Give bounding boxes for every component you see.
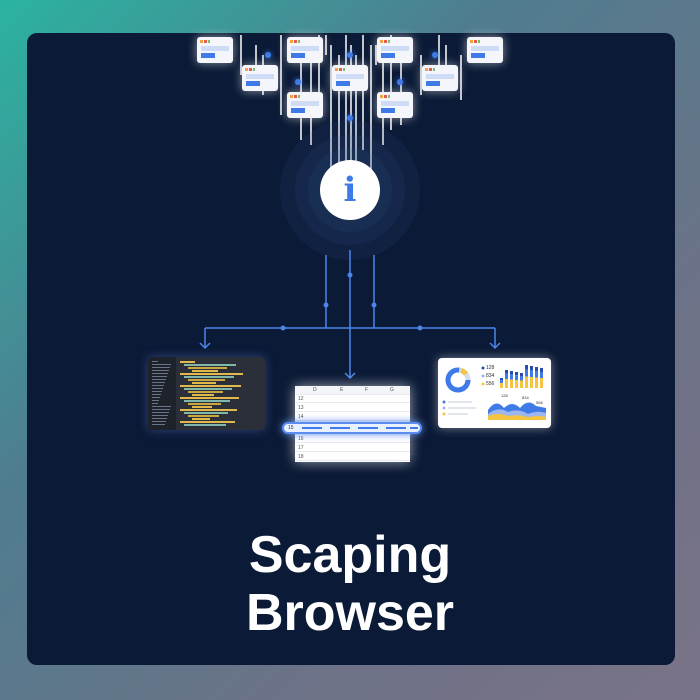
bar-segment <box>540 368 543 372</box>
bar-segment <box>540 372 543 378</box>
bar-segment <box>510 374 513 380</box>
stat-value: 556 <box>486 381 495 387</box>
row-number: 17 <box>298 445 304 451</box>
col-header: F <box>365 387 369 393</box>
peak-label: 556 <box>536 400 543 405</box>
bar-segment <box>510 371 513 375</box>
bar-segment <box>515 380 518 388</box>
data-stream-line <box>338 55 340 170</box>
data-stream-line <box>350 45 352 175</box>
data-stream-line <box>240 35 242 75</box>
bar-segment <box>540 378 543 388</box>
bar-segment <box>530 377 533 388</box>
info-icon: i <box>320 160 380 220</box>
bar-segment <box>505 379 508 388</box>
bar-segment <box>535 367 538 372</box>
row-number: 13 <box>298 405 304 411</box>
bar-segment <box>510 379 513 388</box>
bar-segment <box>520 373 523 376</box>
data-stream-line <box>280 35 282 115</box>
bar-segment <box>530 366 533 371</box>
data-node-dot <box>347 52 353 58</box>
title-line-1: Scaping <box>248 526 452 584</box>
peak-label: 128 <box>501 393 508 398</box>
row-number: 18 <box>298 454 304 460</box>
data-stream-line <box>355 55 357 195</box>
bar-segment <box>530 370 533 377</box>
bar-segment <box>500 378 503 380</box>
data-stream-line <box>375 45 377 65</box>
bar-segment <box>500 383 503 388</box>
col-header: E <box>340 387 344 393</box>
browser-window-icon <box>332 65 368 91</box>
browser-window-icon <box>377 37 413 63</box>
arrow-to-dashboard <box>489 328 501 350</box>
browser-window-icon <box>467 37 503 63</box>
data-node-dot <box>347 115 353 121</box>
data-stream-line <box>420 55 422 95</box>
data-node-dot <box>432 52 438 58</box>
data-stream-line <box>400 45 402 125</box>
title-line-2: Browser <box>245 584 455 642</box>
data-node-dot <box>295 79 301 85</box>
bar-segment <box>520 376 523 381</box>
data-stream-line <box>318 35 320 115</box>
browser-window-icon <box>287 92 323 118</box>
bar-segment <box>525 369 528 377</box>
bar-segment <box>500 380 503 383</box>
stat-value: 834 <box>486 373 495 379</box>
browser-window-icon <box>197 37 233 63</box>
data-stream-line <box>345 35 347 175</box>
peak-label: 834 <box>522 395 529 400</box>
data-stream-line <box>370 45 372 175</box>
browser-window-icon <box>287 37 323 63</box>
bar-segment <box>505 373 508 379</box>
data-stream-line <box>330 45 332 175</box>
data-node-dot <box>265 52 271 58</box>
stat-value: 128 <box>486 365 495 371</box>
dashboard-output: 128 834 556 128 834 556 <box>438 358 551 428</box>
bar-segment <box>525 365 528 370</box>
bar-segment <box>505 370 508 374</box>
browser-window-icon <box>422 65 458 91</box>
row-number: 16 <box>298 436 304 442</box>
bar-segment <box>515 372 518 376</box>
code-output-panel <box>148 357 265 430</box>
bar-segment <box>535 371 538 378</box>
browser-window-icon <box>377 92 413 118</box>
data-stream-line <box>390 35 392 130</box>
col-header: D <box>313 387 317 393</box>
row-number: 12 <box>298 396 304 402</box>
bar-segment <box>520 380 523 388</box>
data-node-dot <box>397 79 403 85</box>
data-stream-line <box>438 35 440 80</box>
bar-segment <box>525 376 528 388</box>
row-number: 14 <box>298 414 304 420</box>
bar-segment <box>515 375 518 380</box>
arrow-to-code <box>199 328 211 350</box>
col-header: G <box>390 387 394 393</box>
bar-segment <box>535 377 538 388</box>
data-stream-line <box>362 35 364 150</box>
data-stream-line <box>460 55 462 100</box>
data-stream-line <box>325 35 327 55</box>
row-number: 15 <box>288 425 294 431</box>
browser-window-icon <box>242 65 278 91</box>
arrow-to-sheet <box>344 250 356 380</box>
highlighted-row: 15 <box>282 422 422 434</box>
